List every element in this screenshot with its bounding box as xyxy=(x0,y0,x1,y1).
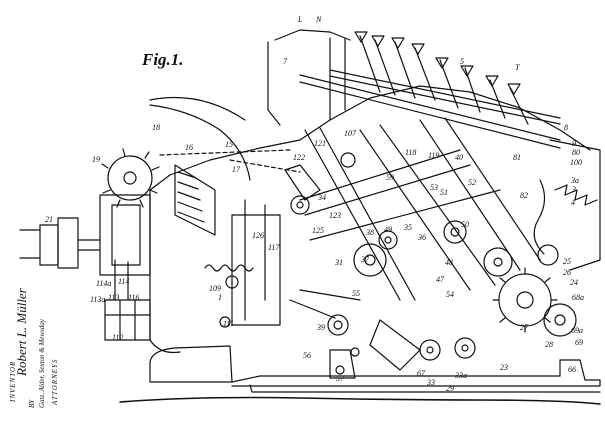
reference-numeral: 49 xyxy=(384,225,392,234)
reference-numeral: 111 xyxy=(223,319,234,328)
reference-numeral: 113 xyxy=(108,293,119,302)
reference-numeral: 57 xyxy=(336,374,345,383)
reference-numeral: 4 xyxy=(571,198,575,207)
key-bar xyxy=(299,74,561,149)
reference-numeral: N xyxy=(315,15,322,24)
reference-numeral: 17 xyxy=(232,165,241,174)
reference-numeral: 107 xyxy=(344,129,357,138)
reference-numeral: 16 xyxy=(185,143,193,152)
reference-numeral: 15 xyxy=(225,140,233,149)
reference-numeral: 118 xyxy=(405,148,416,157)
reference-numeral: 27 xyxy=(520,323,529,332)
reference-numeral: 82 xyxy=(520,191,528,200)
reference-numeral: 9 xyxy=(572,139,576,148)
reference-numeral: 33a xyxy=(454,371,467,380)
figure-title: Fig.1. xyxy=(142,50,184,69)
reference-numeral: T xyxy=(515,63,520,72)
reference-numeral: 47 xyxy=(436,275,445,284)
reference-numeral: 40 xyxy=(455,153,463,162)
reference-numeral: 1 xyxy=(218,293,222,302)
reference-numeral: 51 xyxy=(440,188,448,197)
spring-109 xyxy=(204,264,254,272)
reference-numeral: 54 xyxy=(446,290,454,299)
reference-numeral: 125 xyxy=(312,226,324,235)
reference-numeral: 23 xyxy=(500,363,508,372)
reference-numeral: 55 xyxy=(352,289,360,298)
hub-34 xyxy=(290,195,310,215)
inventor-signature: Robert L. Müller xyxy=(14,288,29,376)
base-rail xyxy=(231,359,601,387)
reference-numeral: 8 xyxy=(564,123,568,132)
block-21 xyxy=(57,217,79,269)
attorneys-signature: Gatz, Alder, Sexton & Mewsday xyxy=(38,319,46,408)
reference-numeral: 37 xyxy=(360,255,370,264)
reference-numeral: 116 xyxy=(128,293,139,302)
reference-numeral: 31 xyxy=(334,258,343,267)
reference-numeral: 39 xyxy=(316,323,325,332)
reference-numeral: 68a xyxy=(572,293,584,302)
reference-numeral: 5 xyxy=(460,57,464,66)
reference-numeral: 100 xyxy=(570,158,582,167)
reference-numeral: 38 xyxy=(365,228,374,237)
reference-numeral: 109 xyxy=(209,284,221,293)
reference-numeral: 114 xyxy=(118,277,129,286)
reference-numeral: 69a xyxy=(571,326,583,335)
reference-numeral: 29 xyxy=(446,384,454,393)
by-label: BY xyxy=(28,399,36,408)
reference-numeral: 121 xyxy=(314,139,326,148)
reference-numeral: 81 xyxy=(513,153,521,162)
reference-numeral: 123 xyxy=(329,211,341,220)
housing-outline xyxy=(149,85,591,191)
reference-numeral: 48 xyxy=(445,258,453,267)
reference-numeral: 56 xyxy=(303,351,311,360)
reference-numeral: 33 xyxy=(426,378,435,387)
reference-numeral: 69 xyxy=(575,338,583,347)
reference-numeral: 117 xyxy=(268,243,280,252)
reference-numeral: 112 xyxy=(112,333,123,342)
reference-numeral: 113a xyxy=(90,295,105,304)
reference-numeral: 21 xyxy=(45,215,53,224)
reference-numeral: 35 xyxy=(403,223,412,232)
reference-numeral: 26 xyxy=(563,268,571,277)
reference-numeral: 59 xyxy=(386,173,394,182)
reference-numeral: 19 xyxy=(92,155,100,164)
reference-numeral: 18 xyxy=(152,123,160,132)
reference-numeral: 3 xyxy=(571,185,576,194)
reference-numeral: 36 xyxy=(417,233,426,242)
reference-numeral: 28 xyxy=(545,340,553,349)
hub-49 xyxy=(378,230,398,250)
reference-numeral: 66 xyxy=(568,365,576,374)
reference-numeral: 67 xyxy=(417,369,426,378)
reference-numeral: 80 xyxy=(572,148,580,157)
rack-16 xyxy=(174,164,216,236)
reference-numeral: 126 xyxy=(252,231,264,240)
attorneys-label: ATTORNEYS xyxy=(51,358,59,405)
hub-39 xyxy=(327,314,349,336)
reference-numeral: 34 xyxy=(317,193,326,202)
hub-51 xyxy=(443,220,467,244)
reference-numeral: 122 xyxy=(293,153,305,162)
reference-numeral: 25 xyxy=(563,257,571,266)
reference-numeral: 3a xyxy=(570,176,579,185)
key-stems xyxy=(329,31,529,125)
reference-numeral: L xyxy=(297,15,303,24)
reference-numeral: 50 xyxy=(461,220,469,229)
reference-numeral: 7 xyxy=(283,57,288,66)
reference-numeral: 119 xyxy=(428,151,439,160)
base-frame xyxy=(149,345,233,383)
reference-numeral: 24 xyxy=(570,278,578,287)
gear-19 xyxy=(101,148,160,208)
reference-numeral: 53 xyxy=(430,183,438,192)
reference-numeral: 52 xyxy=(468,178,476,187)
gear-cluster xyxy=(483,179,577,337)
reference-numeral: 114a xyxy=(96,279,111,288)
